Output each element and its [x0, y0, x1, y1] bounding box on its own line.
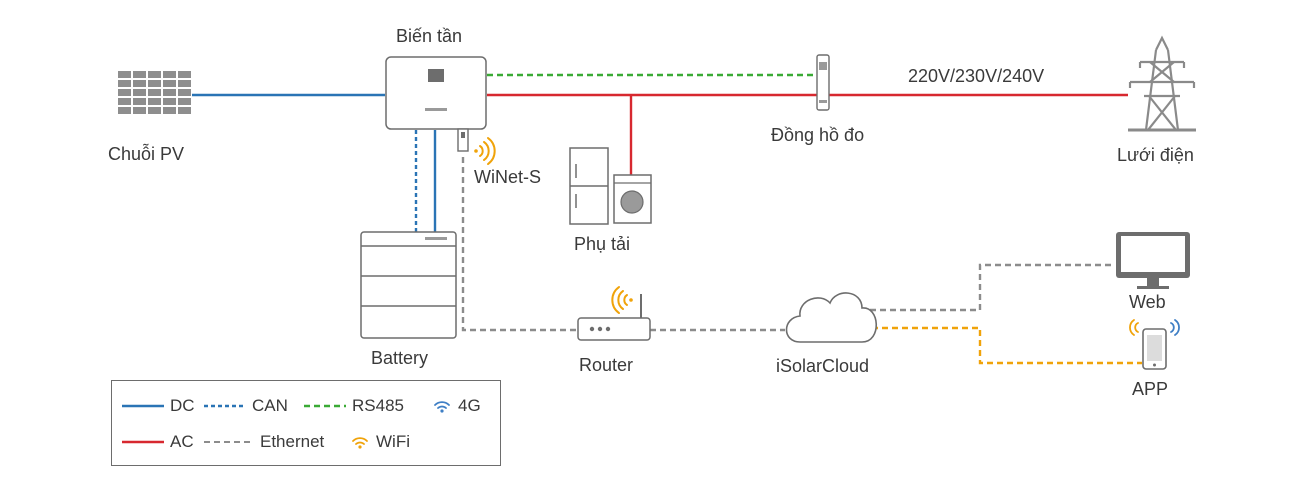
legend-4g-label: 4G — [458, 396, 481, 415]
winet-label: WiNet-S — [474, 167, 541, 187]
wifi-icon — [1129, 319, 1139, 336]
legend-item-ethernet: Ethernet — [204, 431, 324, 453]
legend: DC CAN RS485 4G AC Ethernet WiFi — [111, 380, 501, 466]
connections — [192, 73, 1142, 365]
web-label: Web — [1129, 292, 1166, 312]
legend-item-dc: DC — [122, 395, 195, 417]
monitor-icon — [1116, 232, 1190, 289]
solar-panel-icon — [118, 71, 191, 114]
smartphone-icon — [1142, 328, 1167, 370]
wifi-icon — [474, 137, 496, 165]
4g-icon — [1170, 319, 1180, 336]
legend-ethernet-label: Ethernet — [260, 432, 325, 451]
wifi-icon — [352, 437, 368, 449]
ethernet-line-cloud-web — [860, 263, 1115, 312]
legend-ac-label: AC — [170, 432, 194, 451]
legend-dc-label: DC — [170, 396, 195, 415]
wifi-line-cloud-app — [872, 326, 1142, 365]
router-icon — [577, 294, 651, 341]
app-label: APP — [1132, 379, 1168, 399]
can-line-swatch — [204, 404, 246, 408]
4g-icon — [434, 401, 450, 413]
load-label: Phụ tải — [574, 234, 630, 254]
legend-item-4g: 4G — [432, 395, 481, 417]
battery-icon — [360, 231, 457, 339]
pv-string-label: Chuỗi PV — [108, 143, 184, 164]
legend-rs485-label: RS485 — [352, 396, 404, 415]
cloud-label: iSolarCloud — [776, 356, 869, 376]
winet-dongle-icon — [457, 128, 469, 152]
cabinet-icon — [569, 147, 609, 225]
wifi-icon — [611, 286, 633, 314]
dc-line-swatch — [122, 404, 164, 408]
cloud-icon — [785, 292, 877, 343]
meter-label: Đồng hồ đo — [771, 125, 864, 145]
meter-icon — [816, 54, 830, 111]
legend-item-can: CAN — [204, 395, 288, 417]
transmission-tower-icon — [1128, 35, 1196, 132]
grid-voltage-label: 220V/230V/240V — [908, 66, 1044, 86]
ethernet-line-swatch — [204, 441, 254, 443]
router-label: Router — [579, 355, 633, 375]
legend-item-rs485: RS485 — [304, 395, 404, 417]
washing-machine-icon — [613, 174, 652, 224]
inverter-icon — [385, 56, 487, 130]
inverter-label: Biến tần — [396, 26, 462, 46]
legend-wifi-label: WiFi — [376, 432, 410, 451]
ethernet-line-winet-router — [461, 157, 578, 332]
legend-can-label: CAN — [252, 396, 288, 415]
battery-label: Battery — [371, 348, 428, 368]
rs485-line-swatch — [304, 404, 346, 408]
grid-label: Lưới điện — [1117, 145, 1194, 165]
ac-line-swatch — [122, 440, 164, 444]
legend-item-wifi: WiFi — [350, 431, 410, 453]
legend-item-ac: AC — [122, 431, 194, 453]
